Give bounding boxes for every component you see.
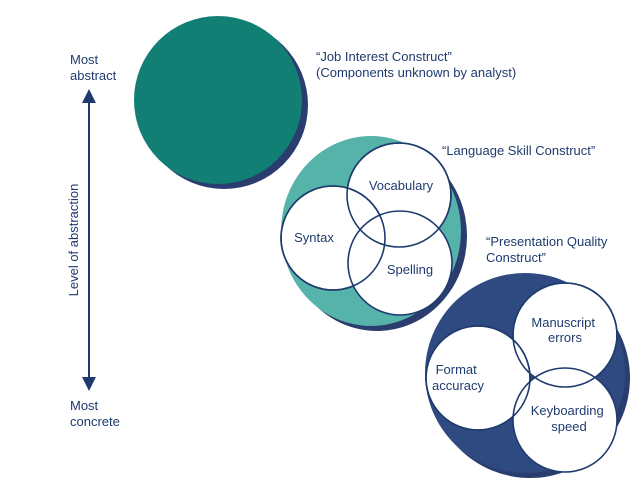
axis-bottom-label-line-2: concrete — [70, 414, 120, 429]
format-accuracy-label-line-2: accuracy — [432, 378, 485, 393]
syntax-ring — [280, 185, 386, 291]
axis-title: Level of abstraction — [66, 184, 81, 297]
format-accuracy-label: Format accuracy — [432, 362, 485, 393]
manuscript-errors-label: Manuscript errors — [531, 315, 598, 345]
syntax-label: Syntax — [294, 230, 334, 245]
presentation-quality-construct: Manuscript errors Format accuracy Keyboa… — [425, 234, 630, 478]
manuscript-errors-label-line-1: Manuscript — [531, 315, 595, 330]
manuscript-errors-ring — [512, 282, 618, 388]
format-accuracy-ring — [425, 325, 531, 431]
job-interest-construct: “Job Interest Construct” (Components unk… — [134, 16, 516, 189]
spelling-label: Spelling — [387, 262, 433, 277]
presentation-quality-title-line-2: Construct” — [486, 250, 546, 265]
job-interest-title-line-1: “Job Interest Construct” — [316, 49, 452, 64]
axis-bottom-label-line-1: Most — [70, 398, 99, 413]
job-interest-circle — [134, 16, 302, 184]
presentation-quality-title-line-1: “Presentation Quality — [486, 234, 608, 249]
keyboarding-speed-label-line-1: Keyboarding — [531, 403, 604, 418]
job-interest-title: “Job Interest Construct” (Components unk… — [316, 49, 516, 80]
presentation-quality-title: “Presentation Quality Construct” — [486, 234, 611, 265]
axis-top-label-line-1: Most — [70, 52, 99, 67]
manuscript-errors-label-line-2: errors — [548, 330, 582, 345]
axis-bottom-label: Most concrete — [70, 398, 120, 429]
job-interest-title-line-2: (Components unknown by analyst) — [316, 65, 516, 80]
keyboarding-speed-label: Keyboarding speed — [531, 403, 608, 434]
axis-top-label: Most abstract — [70, 52, 117, 83]
keyboarding-speed-circle — [512, 367, 618, 473]
vocabulary-label: Vocabulary — [369, 178, 434, 193]
axis-top-label-line-2: abstract — [70, 68, 117, 83]
keyboarding-speed-label-line-2: speed — [551, 419, 586, 434]
spelling-circle — [347, 210, 453, 316]
format-accuracy-label-line-1: Format — [436, 362, 478, 377]
language-skill-construct: Vocabulary Syntax Spelling “Language Ski… — [280, 136, 595, 331]
vocabulary-ring — [346, 142, 452, 248]
language-skill-title: “Language Skill Construct” — [442, 143, 595, 158]
